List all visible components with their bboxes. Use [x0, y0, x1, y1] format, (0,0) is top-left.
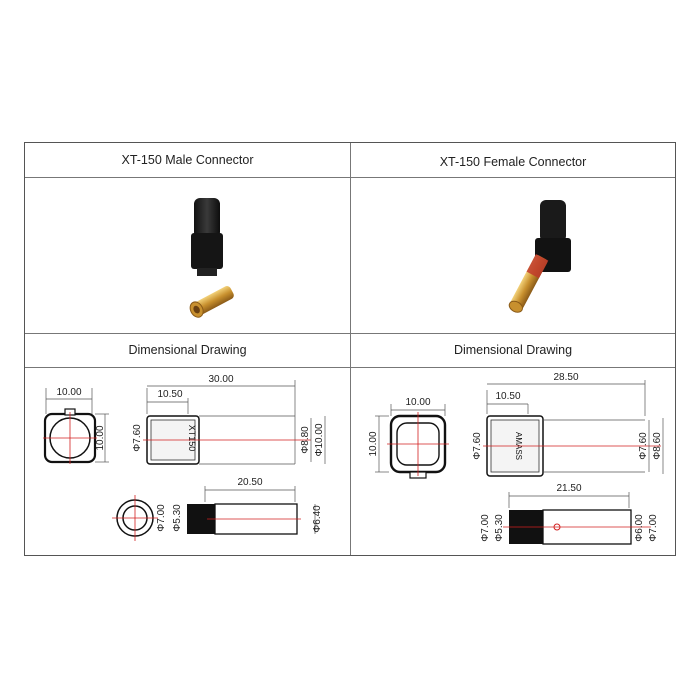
male-front-width: 10.00	[56, 387, 81, 398]
male-body-diameter: Φ7.60	[132, 424, 143, 452]
male-pin-diameter-b: Φ5.30	[172, 504, 183, 532]
female-connector-title: XT-150 Female Connector	[439, 155, 587, 169]
photo-divider	[25, 333, 675, 334]
female-body-diameter: Φ7.60	[472, 432, 483, 460]
male-side-label: XT150	[187, 425, 197, 452]
male-connector-title: XT-150 Male Connector	[121, 153, 254, 167]
male-front-height: 10.00	[95, 425, 106, 450]
spec-table: XT-150 Male Connector XT-150 Female Conn…	[24, 142, 676, 556]
drawing-header-divider	[25, 367, 675, 368]
female-drawing-title: Dimensional Drawing	[453, 343, 573, 357]
female-pin-icon	[508, 253, 549, 313]
center-divider	[350, 143, 351, 555]
female-pin-diameter-b: Φ5.30	[494, 514, 505, 542]
female-diameter-b: Φ8.60	[652, 432, 663, 460]
male-drawing-title: Dimensional Drawing	[128, 343, 247, 357]
female-connector-photo	[508, 200, 571, 313]
male-pin-icon	[189, 286, 234, 318]
female-dimensional-drawing: 10.00 10.00 28.50 10.50 Φ7.60 AMASS Φ7.6…	[368, 372, 664, 545]
female-pin-diameter-c: Φ6.00	[634, 514, 645, 542]
male-pin-diameter-a: Φ7.00	[156, 504, 167, 532]
female-side-length: 28.50	[553, 372, 578, 383]
female-front-height: 10.00	[368, 431, 379, 456]
male-pin-diameter-c: Φ6.40	[312, 505, 323, 533]
male-pin-length: 20.50	[237, 477, 262, 488]
male-side-length: 30.00	[208, 374, 233, 385]
male-side-offset: 10.50	[157, 389, 182, 400]
male-dimensional-drawing: 10.00 10.00 30.00 10.50 Φ7.60 XT150 Φ8.8…	[43, 374, 326, 541]
female-housing-icon	[540, 200, 566, 242]
male-connector-photo	[189, 198, 234, 318]
header-divider	[25, 177, 675, 178]
male-housing-icon	[194, 198, 220, 238]
female-pin-length: 21.50	[556, 483, 581, 494]
female-pin-diameter-a: Φ7.00	[480, 514, 491, 542]
male-diameter-b: Φ10.00	[314, 423, 325, 456]
female-side-offset: 10.50	[495, 391, 520, 402]
female-pin-diameter-d: Φ7.00	[648, 514, 659, 542]
male-diameter-a: Φ8.80	[300, 426, 311, 454]
female-front-width: 10.00	[405, 397, 430, 408]
female-diameter-a: Φ7.60	[638, 432, 649, 460]
